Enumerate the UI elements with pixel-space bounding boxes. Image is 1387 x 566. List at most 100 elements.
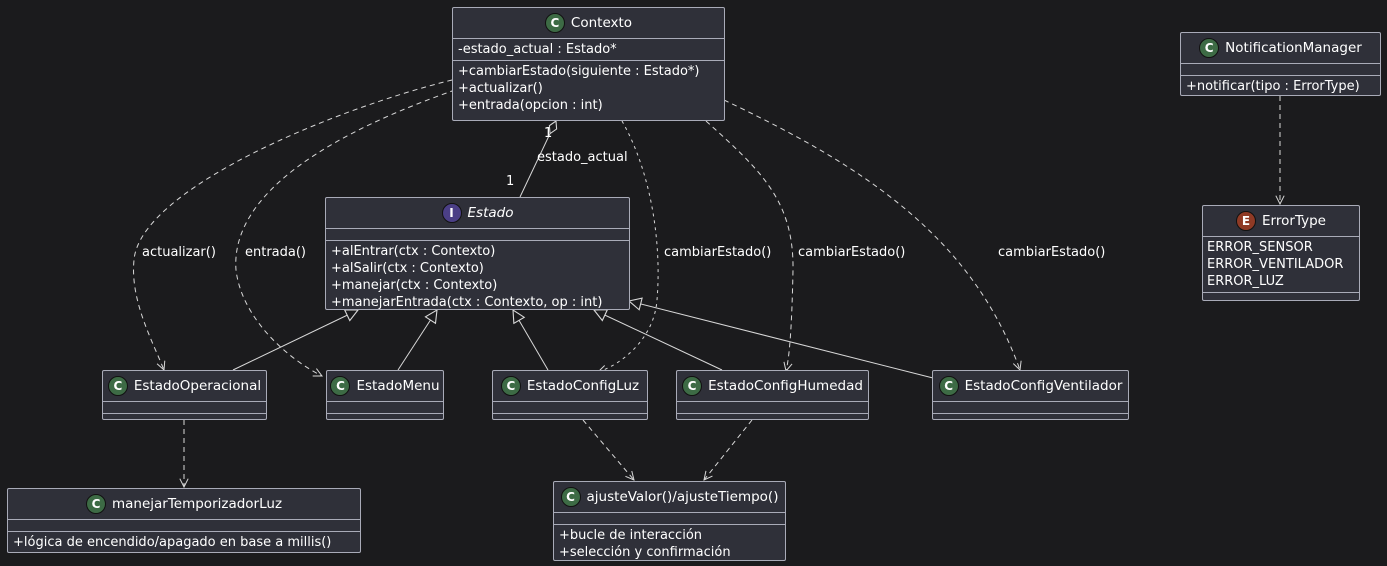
method: +actualizar() bbox=[458, 81, 543, 96]
edge-label-cambiar-luz: cambiarEstado() bbox=[664, 245, 772, 260]
edge-contexto-cambiar-luz bbox=[598, 120, 659, 372]
class-estado-config-ventilador-header: C EstadoConfigVentilador bbox=[933, 371, 1128, 401]
class-ajuste-valor-header: C ajusteValor()/ajusteTiempo() bbox=[554, 482, 785, 512]
class-notification-manager-fields bbox=[1181, 63, 1380, 75]
edge-contexto-estado-aggregation bbox=[519, 121, 556, 198]
class-notification-manager-header: C NotificationManager bbox=[1181, 33, 1380, 63]
class-fields bbox=[103, 401, 266, 413]
edge-contexto-cambiar-ventilador bbox=[723, 99, 1020, 370]
interface-estado-name: Estado bbox=[467, 204, 514, 221]
class-fields bbox=[327, 401, 443, 413]
class-fields bbox=[933, 401, 1128, 413]
enum-value: ERROR_LUZ bbox=[1207, 274, 1284, 289]
enum-value: ERROR_VENTILADOR bbox=[1207, 257, 1344, 272]
class-badge-icon: C bbox=[330, 376, 351, 396]
class-ajuste-valor[interactable]: C ajusteValor()/ajusteTiempo() +bucle de… bbox=[553, 481, 786, 561]
class-fields bbox=[677, 401, 868, 413]
class-contexto-name: Contexto bbox=[570, 14, 633, 31]
edge-label-cambiar-ventilador: cambiarEstado() bbox=[998, 245, 1106, 260]
class-estado-config-ventilador-name: EstadoConfigVentilador bbox=[964, 377, 1123, 394]
class-badge-icon: C bbox=[500, 376, 521, 396]
class-estado-config-luz-header: C EstadoConfigLuz bbox=[493, 371, 647, 401]
edge-contexto-actualizar bbox=[133, 79, 453, 370]
interface-estado[interactable]: I Estado +alEntrar(ctx : Contexto) +alSa… bbox=[325, 197, 630, 310]
class-methods bbox=[677, 413, 868, 425]
method: +manejarEntrada(ctx : Contexto, op : int… bbox=[331, 295, 603, 310]
class-ajuste-valor-name: ajusteValor()/ajusteTiempo() bbox=[586, 488, 779, 505]
class-manejar-temporizador-luz[interactable]: C manejarTemporizadorLuz +lógica de ence… bbox=[7, 488, 361, 553]
edge-label-entrada: entrada() bbox=[245, 245, 307, 260]
class-contexto[interactable]: C Contexto -estado_actual : Estado* +cam… bbox=[452, 7, 725, 121]
class-methods: +bucle de interacción +selección y confi… bbox=[554, 524, 785, 563]
class-methods bbox=[493, 413, 647, 425]
class-badge-icon: C bbox=[1199, 38, 1220, 58]
interface-estado-fields bbox=[326, 228, 629, 240]
class-manejar-temporizador-luz-name: manejarTemporizadorLuz bbox=[111, 495, 283, 512]
edge-luz-ajuste bbox=[582, 419, 634, 480]
class-methods bbox=[933, 413, 1128, 425]
field: -estado_actual : Estado* bbox=[458, 42, 617, 57]
edge-label-actualizar: actualizar() bbox=[142, 245, 216, 260]
class-fields bbox=[554, 512, 785, 524]
class-estado-operacional[interactable]: C EstadoOperacional bbox=[102, 370, 267, 420]
class-estado-operacional-name: EstadoOperacional bbox=[133, 377, 262, 394]
class-estado-menu-name: EstadoMenu bbox=[356, 377, 440, 394]
multiplicity-estado: 1 bbox=[506, 174, 515, 189]
class-methods: +lógica de encendido/apagado en base a m… bbox=[8, 531, 360, 553]
interface-estado-methods: +alEntrar(ctx : Contexto) +alSalir(ctx :… bbox=[326, 240, 629, 313]
class-badge-icon: C bbox=[560, 487, 581, 507]
edge-label-cambiar-humedad: cambiarEstado() bbox=[798, 245, 906, 260]
method: +manejar(ctx : Contexto) bbox=[331, 278, 498, 293]
class-methods bbox=[327, 413, 443, 425]
enum-value: ERROR_SENSOR bbox=[1207, 240, 1313, 255]
class-estado-config-humedad[interactable]: C EstadoConfigHumedad bbox=[676, 370, 869, 420]
interface-estado-header: I Estado bbox=[326, 198, 629, 228]
class-estado-config-luz[interactable]: C EstadoConfigLuz bbox=[492, 370, 648, 420]
class-estado-operacional-header: C EstadoOperacional bbox=[103, 371, 266, 401]
class-contexto-fields: -estado_actual : Estado* bbox=[453, 38, 724, 60]
method: +entrada(opcion : int) bbox=[458, 98, 603, 113]
enum-error-type-header: E ErrorType bbox=[1203, 206, 1359, 236]
method: +alSalir(ctx : Contexto) bbox=[331, 261, 484, 276]
class-badge-icon: C bbox=[107, 376, 128, 396]
class-fields bbox=[493, 401, 647, 413]
class-manejar-temporizador-luz-header: C manejarTemporizadorLuz bbox=[8, 489, 360, 519]
enum-error-type-values: ERROR_SENSOR ERROR_VENTILADOR ERROR_LUZ bbox=[1203, 236, 1359, 292]
method: +bucle de interacción bbox=[559, 528, 703, 543]
method: +selección y confirmación bbox=[559, 545, 731, 560]
class-fields bbox=[8, 519, 360, 531]
class-contexto-header: C Contexto bbox=[453, 8, 724, 38]
class-estado-menu-header: C EstadoMenu bbox=[327, 371, 443, 401]
edge-operacional-estado bbox=[232, 310, 358, 371]
enum-error-type-name: ErrorType bbox=[1262, 212, 1326, 229]
edge-humedad-estado bbox=[594, 310, 723, 371]
enum-error-type-empty bbox=[1203, 292, 1359, 304]
class-estado-config-humedad-header: C EstadoConfigHumedad bbox=[677, 371, 868, 401]
class-badge-icon: C bbox=[938, 376, 959, 396]
class-badge-icon: C bbox=[682, 376, 703, 396]
method: +cambiarEstado(siguiente : Estado*) bbox=[458, 64, 700, 79]
class-estado-config-luz-name: EstadoConfigLuz bbox=[526, 377, 640, 394]
edge-contexto-cambiar-humedad bbox=[705, 120, 794, 371]
interface-badge-icon: I bbox=[441, 203, 462, 223]
multiplicity-contexto: 1 bbox=[544, 126, 553, 141]
class-estado-config-humedad-name: EstadoConfigHumedad bbox=[708, 377, 863, 394]
edge-ventilador-estado bbox=[629, 301, 934, 379]
class-estado-menu[interactable]: C EstadoMenu bbox=[326, 370, 444, 420]
enum-badge-icon: E bbox=[1236, 211, 1257, 231]
class-methods bbox=[103, 413, 266, 425]
class-estado-config-ventilador[interactable]: C EstadoConfigVentilador bbox=[932, 370, 1129, 420]
class-notification-manager-methods: +notificar(tipo : ErrorType) bbox=[1181, 75, 1380, 97]
edge-humedad-ajuste bbox=[704, 419, 753, 480]
class-contexto-methods: +cambiarEstado(siguiente : Estado*) +act… bbox=[453, 60, 724, 116]
edge-luz-estado bbox=[513, 310, 549, 371]
class-badge-icon: C bbox=[544, 13, 565, 33]
edge-contexto-entrada bbox=[235, 89, 456, 376]
edge-label-estado-actual: estado_actual bbox=[537, 150, 628, 165]
method: +lógica de encendido/apagado en base a m… bbox=[13, 535, 332, 550]
method: +alEntrar(ctx : Contexto) bbox=[331, 244, 496, 259]
enum-error-type[interactable]: E ErrorType ERROR_SENSOR ERROR_VENTILADO… bbox=[1202, 205, 1360, 301]
class-notification-manager-name: NotificationManager bbox=[1225, 39, 1362, 56]
class-notification-manager[interactable]: C NotificationManager +notificar(tipo : … bbox=[1180, 32, 1381, 96]
